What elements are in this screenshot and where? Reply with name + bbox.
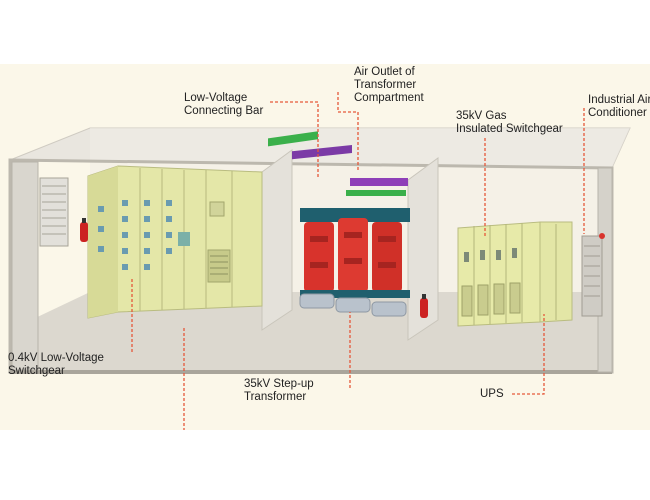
- leader-air-outlet: [337, 92, 359, 170]
- fire-extinguisher-right: [420, 294, 428, 318]
- label-step-up-transformer: 35kV Step-up Transformer: [244, 378, 314, 403]
- top-margin: [0, 0, 650, 64]
- ups-cabinet: [539, 221, 573, 323]
- label-air-outlet: Air Outlet of Transformer Compartment: [354, 66, 424, 104]
- gas-insulated-switchgear: [457, 221, 541, 327]
- label-industrial-air-conditioner: Industrial Air Conditioner: [588, 94, 650, 119]
- label-ups: UPS: [480, 388, 504, 400]
- partition-wall-1: [261, 149, 293, 331]
- left-end-wall: [11, 161, 39, 371]
- leader-low-voltage-bar: [270, 101, 319, 178]
- low-voltage-busbars: [268, 131, 408, 196]
- left-louver: [39, 177, 69, 247]
- fire-extinguisher-left: [80, 218, 88, 242]
- leader-lines: [131, 92, 585, 430]
- lv-switchgear-cabinets: [87, 165, 263, 319]
- label-lv-switchgear: 0.4kV Low-Voltage Switchgear: [8, 352, 104, 377]
- air-conditioner-unit: [581, 235, 603, 317]
- label-low-voltage-connecting-bar: Low-Voltage Connecting Bar: [184, 92, 264, 117]
- leader-ups: [512, 314, 545, 395]
- label-gas-insulated-switchgear: 35kV Gas Insulated Switchgear: [456, 110, 563, 135]
- step-up-transformer: [299, 208, 410, 317]
- partition-wall-2: [407, 157, 439, 341]
- bottom-margin: [0, 430, 650, 500]
- ac-indicator-light: [599, 233, 605, 239]
